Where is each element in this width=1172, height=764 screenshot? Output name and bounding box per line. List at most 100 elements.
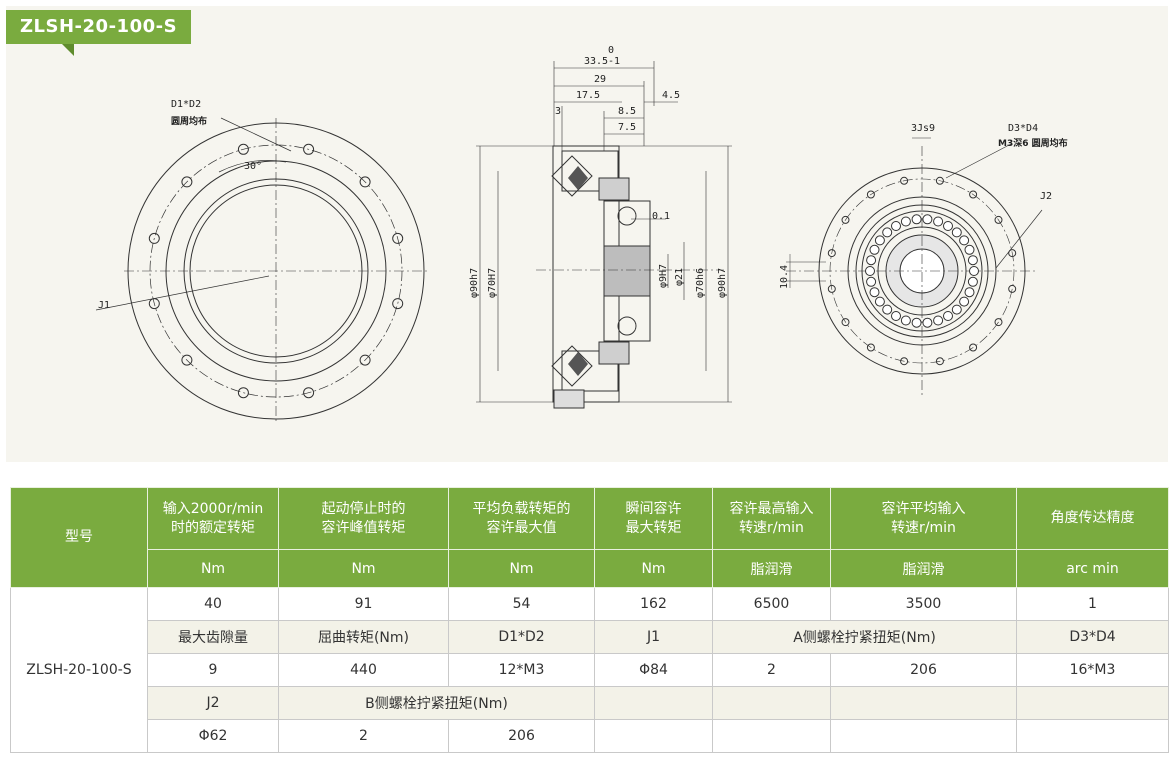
svg-text:7.5: 7.5 bbox=[618, 122, 636, 133]
table-label-cell: 屈曲转矩(Nm) bbox=[278, 620, 449, 654]
bolt-hole bbox=[359, 354, 371, 366]
svg-text:φ21: φ21 bbox=[674, 268, 685, 286]
svg-text:0.1: 0.1 bbox=[652, 211, 670, 222]
header-unit: 脂润滑 bbox=[830, 549, 1017, 588]
bolt-hole bbox=[935, 176, 944, 185]
header-unit: Nm bbox=[147, 549, 279, 588]
svg-text:φ90h7: φ90h7 bbox=[717, 268, 728, 298]
roller bbox=[891, 221, 901, 231]
table-empty-cell bbox=[594, 686, 713, 720]
bolt-hole bbox=[392, 232, 404, 244]
bolt-hole bbox=[841, 318, 850, 327]
header-unit: arc min bbox=[1016, 549, 1169, 588]
svg-text:8.5: 8.5 bbox=[618, 106, 636, 117]
table-empty-cell bbox=[830, 719, 1017, 753]
side-view-dimensions: 33.5 0 -1 29 17.5 4.5 8.5 3 7.5 0.1 φ90h… bbox=[469, 45, 728, 298]
roller bbox=[874, 296, 885, 307]
roller bbox=[922, 214, 933, 225]
svg-text:φ70H7: φ70H7 bbox=[487, 268, 498, 298]
bolt-hole bbox=[237, 143, 249, 155]
roller bbox=[951, 227, 962, 238]
roller bbox=[882, 227, 893, 238]
left-j1-label: J1 bbox=[98, 300, 110, 311]
table-cell: 2 bbox=[712, 653, 831, 687]
header-unit: 脂润滑 bbox=[712, 549, 831, 588]
header-unit: Nm bbox=[278, 549, 449, 588]
table-cell: 9 bbox=[147, 653, 279, 687]
header-col: 容许最高输入转速r/min bbox=[712, 487, 831, 550]
side-view bbox=[476, 61, 732, 409]
table-cell: 206 bbox=[830, 653, 1017, 687]
table-cell: 3500 bbox=[830, 587, 1017, 621]
right-j2-label: J2 bbox=[1040, 191, 1052, 202]
roller bbox=[933, 315, 944, 326]
roller bbox=[933, 216, 944, 227]
table-cell: 12*M3 bbox=[448, 653, 595, 687]
header-col: 容许平均输入转速r/min bbox=[830, 487, 1017, 550]
svg-text:4.5: 4.5 bbox=[662, 90, 680, 101]
svg-text:φ90h7: φ90h7 bbox=[469, 268, 480, 298]
drawing-area: D1*D2 圆周均布 30° J1 bbox=[6, 6, 1168, 462]
bolt-hole bbox=[994, 215, 1003, 224]
roller bbox=[882, 304, 893, 315]
roller bbox=[911, 317, 922, 328]
bolt-hole bbox=[900, 357, 909, 366]
roller bbox=[900, 216, 911, 227]
table-cell: 40 bbox=[147, 587, 279, 621]
table-empty-cell bbox=[1016, 719, 1169, 753]
table-cell: 1 bbox=[1016, 587, 1169, 621]
bolt-hole bbox=[1008, 284, 1017, 293]
table-empty-cell bbox=[712, 686, 831, 720]
svg-text:-1: -1 bbox=[608, 56, 620, 67]
table-cell: 206 bbox=[448, 719, 595, 753]
svg-text:29: 29 bbox=[594, 74, 606, 85]
header-unit: Nm bbox=[448, 549, 595, 588]
bolt-hole bbox=[1008, 249, 1017, 258]
roller bbox=[874, 235, 885, 246]
left-angle-label: 30° bbox=[244, 161, 262, 172]
right-bolt-label: D3*D4 bbox=[1008, 123, 1038, 134]
model-tag-tail bbox=[62, 44, 74, 56]
table-label-cell: D3*D4 bbox=[1016, 620, 1169, 654]
roller bbox=[951, 304, 962, 315]
svg-text:φ9H7: φ9H7 bbox=[658, 264, 669, 288]
bolt-hole bbox=[827, 249, 836, 258]
roller bbox=[959, 296, 970, 307]
bolt-hole bbox=[303, 387, 315, 399]
table-cell: 54 bbox=[448, 587, 595, 621]
roller bbox=[911, 214, 922, 225]
bolt-hole bbox=[359, 176, 371, 188]
bolt-hole bbox=[969, 190, 978, 199]
right-keyway-label: 3Js9 bbox=[911, 123, 935, 134]
table-label-cell: 最大齿隙量 bbox=[147, 620, 279, 654]
header-col: 角度传达精度 bbox=[1016, 487, 1169, 550]
roller bbox=[967, 255, 978, 266]
roller bbox=[964, 287, 975, 298]
bolt-hole bbox=[994, 318, 1003, 327]
bolt-hole bbox=[392, 298, 404, 310]
roller bbox=[900, 315, 911, 326]
technical-drawing: D1*D2 圆周均布 30° J1 bbox=[95, 45, 1068, 424]
svg-text:φ70h6: φ70h6 bbox=[695, 268, 706, 298]
roller bbox=[943, 221, 953, 231]
table-empty-cell bbox=[1016, 686, 1169, 720]
bolt-hole bbox=[900, 176, 909, 185]
roller bbox=[964, 244, 975, 255]
bolt-hole bbox=[237, 387, 249, 399]
right-view bbox=[786, 137, 1043, 396]
roller bbox=[865, 266, 875, 276]
roller bbox=[922, 317, 933, 328]
table-cell: Φ84 bbox=[594, 653, 713, 687]
roller bbox=[967, 276, 978, 287]
roller bbox=[866, 255, 877, 266]
table-empty-cell bbox=[712, 719, 831, 753]
bolt-hole bbox=[866, 343, 875, 352]
svg-text:33.5: 33.5 bbox=[584, 56, 608, 67]
model-tag: ZLSH-20-100-S bbox=[6, 10, 192, 44]
roller bbox=[891, 311, 901, 321]
table-empty-cell bbox=[830, 686, 1017, 720]
header-col: 平均负载转矩的容许最大值 bbox=[448, 487, 595, 550]
svg-text:0: 0 bbox=[608, 45, 614, 56]
roller bbox=[866, 276, 877, 287]
